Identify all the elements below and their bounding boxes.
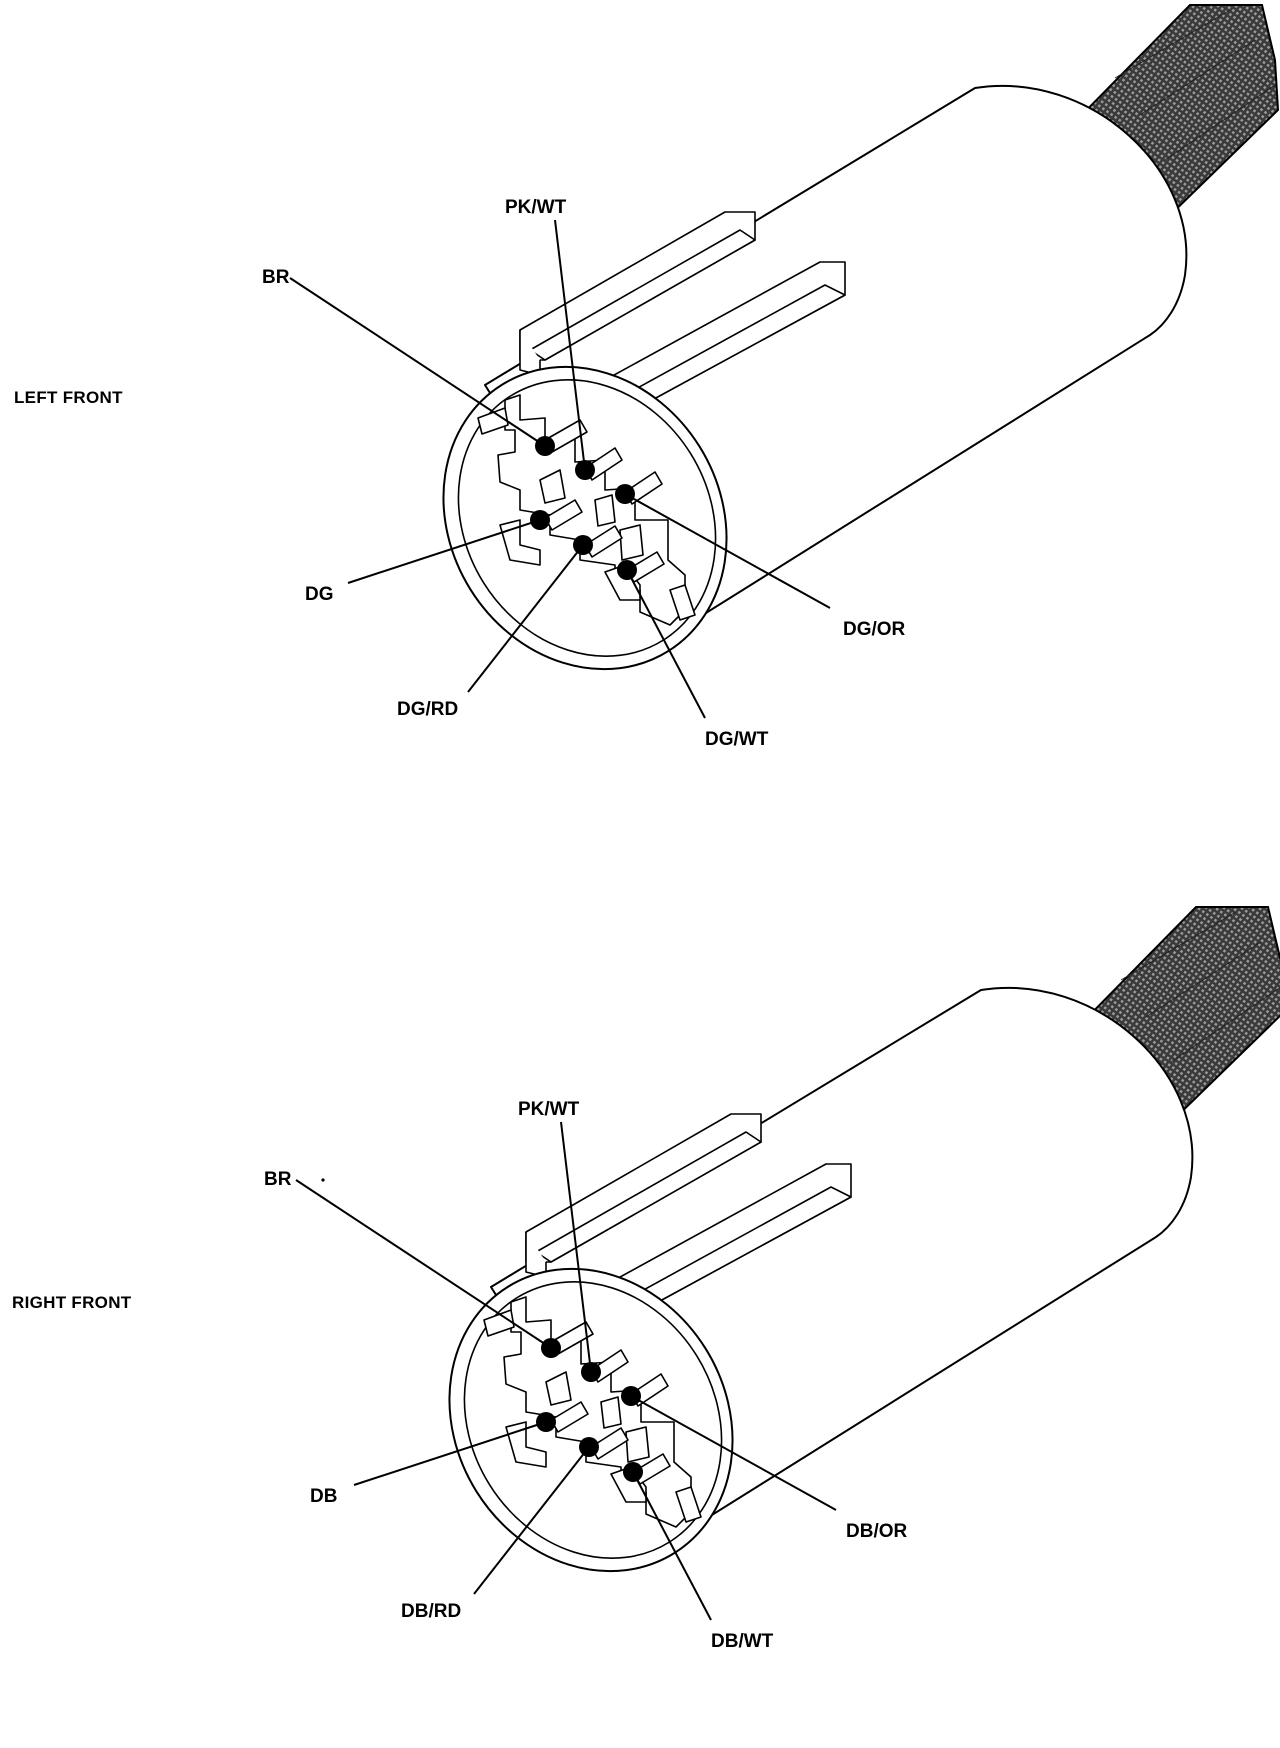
left-pk-wt-pin-dot [575, 460, 595, 480]
right-br-leader [295, 1179, 552, 1349]
right-db-rd-leader [473, 1446, 590, 1595]
left-dg-leader [347, 519, 541, 584]
left-pk-wt-label: PK/WT [505, 197, 567, 218]
left-dg-or-pin-dot [615, 484, 635, 504]
right-db-wt-pin-dot [623, 1462, 643, 1482]
right-db-pin-dot [536, 1412, 556, 1432]
right-db-label: DB [310, 1486, 337, 1507]
right-db-or-pin-dot [621, 1386, 641, 1406]
left-dg-wt-leader [626, 569, 706, 719]
right-db-or-label: DB/OR [846, 1521, 908, 1542]
right-front-label: RIGHT FRONT [12, 1293, 132, 1312]
left-dg-wt-pin-dot [617, 560, 637, 580]
left-dg-or-leader [624, 493, 831, 609]
left-dg-or-label: DG/OR [843, 619, 906, 640]
right-db-or-leader [630, 1395, 837, 1511]
right-db-wt-leader [632, 1471, 712, 1621]
right-front-connector-body [392, 906, 1280, 1626]
right-db-rd-label: DB/RD [401, 1601, 461, 1622]
right-db-leader [353, 1421, 547, 1486]
right-pk-wt-pin-dot [581, 1362, 601, 1382]
left-pk-wt-leader [554, 219, 586, 471]
left-dg-rd-leader [467, 544, 584, 693]
left-dg-rd-pin-dot [573, 535, 593, 555]
right-pk-wt-label: PK/WT [518, 1099, 580, 1120]
left-dg-wt-label: DG/WT [705, 729, 769, 750]
left-dg-label: DG [305, 584, 334, 605]
left-br-pin-dot [535, 436, 555, 456]
right-pk-wt-leader [560, 1121, 592, 1373]
right-br-label: BR [264, 1169, 292, 1190]
left-br-leader [289, 277, 546, 447]
right-front-connector: BR PK/WT DB DB/OR DB/RD DB/WT [264, 906, 1280, 1652]
left-front-label: LEFT FRONT [14, 388, 123, 407]
left-dg-pin-dot [530, 510, 550, 530]
left-front-connector-body [386, 4, 1280, 724]
left-br-label: BR [262, 267, 290, 288]
scan-speck [321, 1178, 325, 1182]
right-db-wt-label: DB/WT [711, 1631, 774, 1652]
left-front-connector: BR PK/WT DG DG/OR DG/RD DG/WT [262, 4, 1280, 750]
right-br-pin-dot [541, 1338, 561, 1358]
left-dg-rd-label: DG/RD [397, 699, 458, 720]
right-db-rd-pin-dot [579, 1437, 599, 1457]
